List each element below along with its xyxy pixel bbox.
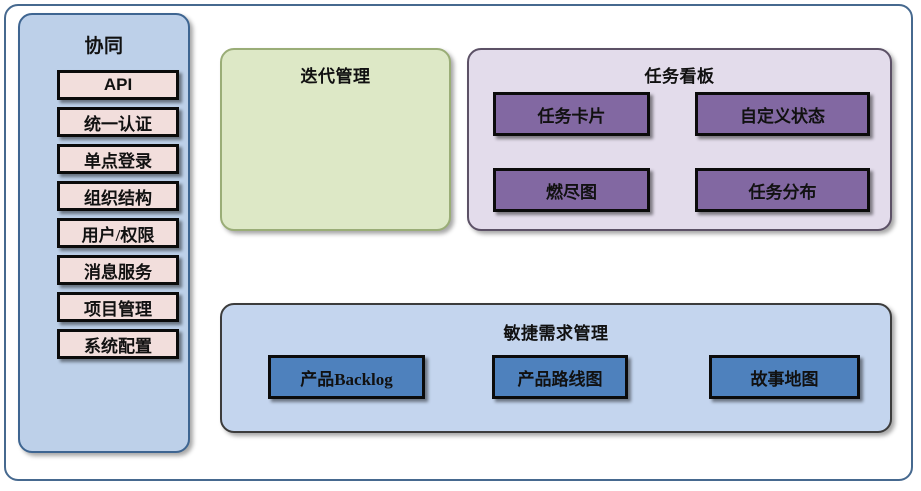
- sidebar-item-user-permission[interactable]: 用户/权限: [57, 218, 179, 248]
- sidebar-item-project-management[interactable]: 项目管理: [57, 292, 179, 322]
- panel-task-kanban-title: 任务看板: [644, 67, 715, 86]
- panel-iteration-management-title: 迭代管理: [300, 67, 371, 86]
- sidebar-item-message-service[interactable]: 消息服务: [57, 255, 179, 285]
- kanban-item-task-card[interactable]: 任务卡片: [493, 92, 650, 136]
- sidebar-item-unified-auth[interactable]: 统一认证: [57, 107, 179, 137]
- panel-iteration-management[interactable]: 迭代管理 用户故事 迭代规划: [220, 48, 625, 231]
- panel-collaboration-title: 协同: [84, 36, 124, 57]
- agile-item-product-backlog[interactable]: 产品Backlog: [268, 355, 425, 399]
- kanban-item-task-distribution[interactable]: 任务分布: [695, 168, 870, 212]
- kanban-item-burndown-chart[interactable]: 燃尽图: [493, 168, 650, 212]
- sidebar-item-sso[interactable]: 单点登录: [57, 144, 179, 174]
- panel-agile-requirements-title: 敏捷需求管理: [503, 324, 609, 343]
- kanban-item-custom-status[interactable]: 自定义状态: [695, 92, 870, 136]
- sidebar-item-system-config[interactable]: 系统配置: [57, 329, 179, 359]
- panel-collaboration[interactable]: 协同 API 统一认证 单点登录 组织结构 用户/权限 消息服务 项目管理 系统…: [18, 13, 190, 453]
- sidebar-item-org-structure[interactable]: 组织结构: [57, 181, 179, 211]
- agile-item-product-roadmap[interactable]: 产品路线图: [492, 355, 628, 399]
- agile-item-story-map[interactable]: 故事地图: [709, 355, 860, 399]
- sidebar-item-api[interactable]: API: [57, 70, 179, 100]
